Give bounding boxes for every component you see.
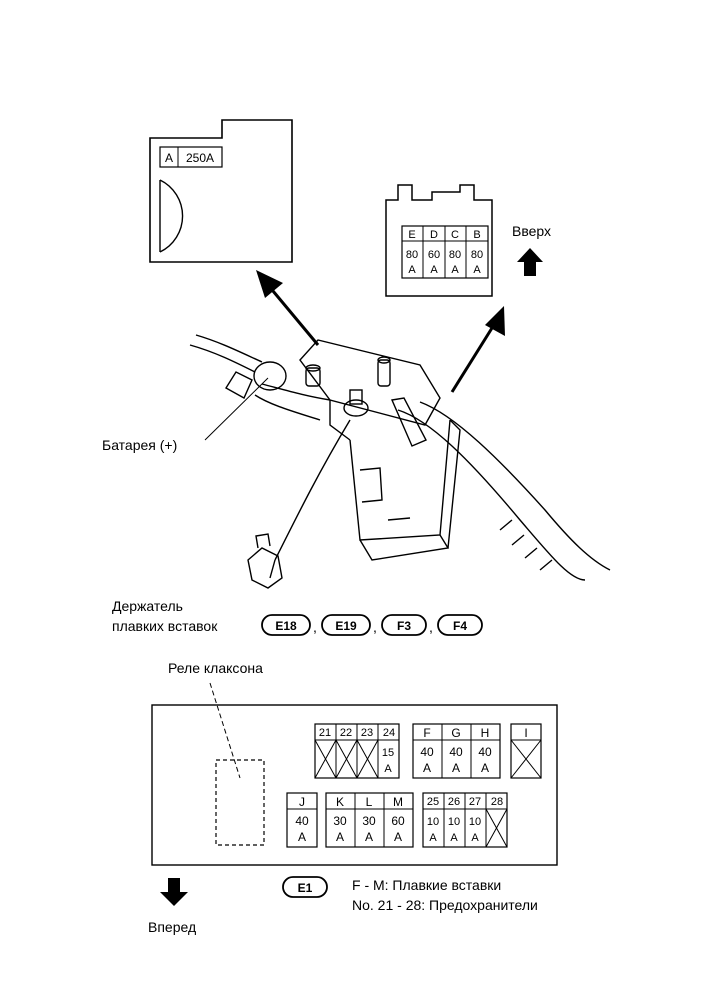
fuse-value-24: 15 [382, 747, 394, 759]
battery-label: Батарея (+) [102, 437, 177, 453]
link-letter-b: B [473, 229, 480, 241]
top-left-fusible-link-view: A 250A [149, 119, 293, 263]
link-letter-f: F [423, 726, 430, 740]
connector-badge-e1: E1 [282, 876, 328, 898]
forward-label: Вперед [148, 919, 196, 935]
connector-badge-f3: F3 [381, 614, 427, 636]
fuse-number-21: 21 [319, 727, 331, 739]
connector-badge-e18: E18 [261, 614, 311, 636]
link-value-m: 60 [391, 814, 405, 828]
link-letter-k: K [336, 795, 344, 809]
fuse-number-28: 28 [491, 796, 503, 808]
connector-f4-text: F4 [453, 619, 467, 633]
battery-leader-line [204, 377, 269, 441]
link-unit-m: A [394, 830, 402, 844]
link-i: I [510, 723, 542, 779]
link-unit-h: A [481, 761, 489, 775]
fuses-25-28: 25 26 27 28 10 10 10 A A A [422, 792, 508, 848]
battery-terminal-cutout [159, 179, 184, 253]
fuse-rating-250a: 250A [186, 151, 214, 165]
connector-e18-text: E18 [275, 619, 297, 633]
up-label: Вверх [512, 223, 551, 239]
fuses-21-24: 21 22 23 24 15 A [314, 723, 400, 779]
horn-relay-label: Реле клаксона [168, 660, 263, 676]
fuse-letter-a: A [165, 151, 173, 165]
link-unit-g: A [452, 761, 460, 775]
link-letter-i: I [524, 726, 527, 740]
connector-e19-text: E19 [335, 619, 357, 633]
link-value-j: 40 [295, 814, 309, 828]
link-letter-d: D [430, 229, 438, 241]
fuse-unit-26: A [450, 832, 458, 844]
top-right-fusible-link-view: E D C B 80 60 80 80 A A A A [385, 184, 493, 297]
link-value-b: 80 [471, 249, 483, 261]
connector-f3-text: F3 [397, 619, 411, 633]
fuse-number-27: 27 [469, 796, 481, 808]
fuse-number-26: 26 [448, 796, 460, 808]
connector-badge-f4: F4 [437, 614, 483, 636]
fuse-number-23: 23 [361, 727, 373, 739]
link-unit-k: A [336, 830, 344, 844]
connector-separator-3: , [429, 619, 433, 635]
link-value-g: 40 [449, 745, 463, 759]
battery-fuse-holder-illustration [189, 334, 611, 589]
fuse-block-e1: 21 22 23 24 15 A F G H 40 40 40 A A A [151, 704, 558, 866]
link-letter-l: L [366, 795, 373, 809]
link-letter-h: H [481, 726, 490, 740]
links-f-g-h: F G H 40 40 40 A A A [412, 723, 501, 779]
pointer-arrow-right [450, 306, 505, 393]
legend-fuse-links: F - M: Плавкие вставки [352, 877, 501, 893]
link-j: J 40 A [286, 792, 318, 848]
fuse-value-26: 10 [448, 816, 460, 828]
link-letter-m: M [393, 795, 403, 809]
fuse-unit-27: A [471, 832, 479, 844]
link-unit-j: A [298, 830, 306, 844]
link-letter-c: C [451, 229, 459, 241]
link-value-k: 30 [333, 814, 347, 828]
link-value-h: 40 [478, 745, 492, 759]
fuse-number-25: 25 [427, 796, 439, 808]
link-unit-e: A [408, 264, 416, 276]
link-value-c: 80 [449, 249, 461, 261]
connector-e1-text: E1 [298, 881, 313, 895]
link-value-d: 60 [428, 249, 440, 261]
legend-fuses: No. 21 - 28: Предохранители [352, 897, 538, 913]
link-letter-g: G [451, 726, 460, 740]
a-250a-label-box [159, 146, 223, 168]
pointer-arrow-left [256, 270, 320, 346]
holder-label-line2: плавких вставок [112, 618, 218, 634]
link-letter-e: E [408, 229, 415, 241]
up-arrow-icon [517, 248, 543, 276]
link-unit-l: A [365, 830, 373, 844]
link-unit-c: A [451, 264, 459, 276]
link-letter-j: J [299, 795, 305, 809]
horn-relay-outline [215, 759, 265, 846]
forward-arrow-icon [160, 878, 188, 906]
links-k-l-m: K L M 30 30 60 A A A [325, 792, 414, 848]
fuse-unit-25: A [429, 832, 437, 844]
link-value-f: 40 [420, 745, 434, 759]
fuse-value-25: 10 [427, 816, 439, 828]
holder-label-line1: Держатель [112, 598, 183, 614]
fuse-unit-24: A [384, 763, 392, 775]
link-value-e: 80 [406, 249, 418, 261]
link-unit-b: A [473, 264, 481, 276]
link-unit-f: A [423, 761, 431, 775]
link-unit-d: A [430, 264, 438, 276]
fuse-value-27: 10 [469, 816, 481, 828]
connector-badge-e19: E19 [321, 614, 371, 636]
connector-separator-1: , [313, 619, 317, 635]
connector-separator-2: , [373, 619, 377, 635]
horn-relay-leader [209, 682, 241, 779]
fuse-number-24: 24 [383, 727, 395, 739]
link-value-l: 30 [362, 814, 376, 828]
fuse-number-22: 22 [340, 727, 352, 739]
